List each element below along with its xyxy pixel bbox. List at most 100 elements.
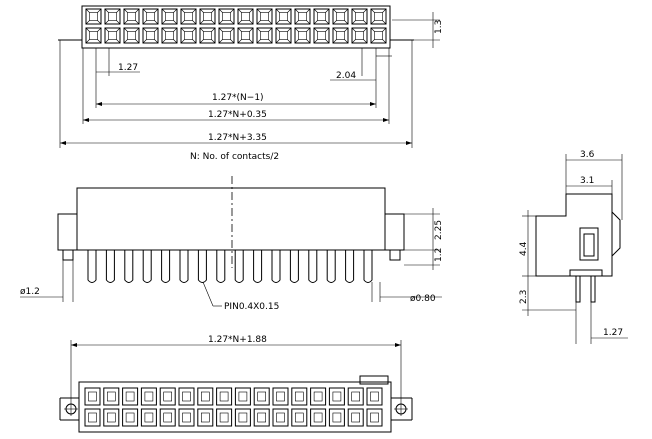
contact-cell-bevel — [370, 8, 387, 25]
contact-cell-inner — [165, 12, 174, 21]
contact-cell-bevel — [142, 8, 159, 25]
bottom-contact-inner — [238, 412, 248, 423]
bottom-contact-cell — [122, 387, 139, 406]
bottom-contact-inner — [88, 412, 97, 423]
top-view-note: N: No. of contacts/2 — [190, 152, 279, 162]
bottom-contact-inner — [107, 391, 116, 402]
bottom-contact-inner — [219, 391, 229, 402]
contact-cell-inner — [222, 12, 231, 21]
dim-front-height-upper: 2.25 — [434, 220, 444, 240]
bottom-contact-cell — [197, 387, 214, 406]
dim-top-edge: 2.04 — [336, 71, 356, 81]
contact-cell — [123, 27, 140, 44]
dim-top-height: 1.3 — [434, 20, 444, 34]
bottom-contact-inner — [163, 412, 172, 423]
dim-front-pin-dia: ø0.80 — [410, 294, 436, 304]
bottom-contact-cell — [140, 408, 157, 427]
contact-cell-inner — [279, 12, 288, 21]
contact-cell-bevel — [218, 8, 235, 25]
bottom-contact-cell — [328, 408, 345, 427]
contact-cell-inner — [241, 31, 250, 40]
dim-top-pitch: 1.27 — [118, 63, 138, 73]
contact-cell-inner — [165, 31, 174, 40]
contact-cell-bevel — [294, 27, 311, 44]
contact-cell-bevel — [370, 27, 387, 44]
contact-cell — [85, 8, 102, 25]
contact-cell-inner — [184, 12, 193, 21]
contact-cell — [256, 27, 273, 44]
contact-cell-inner — [241, 12, 250, 21]
bottom-contact-cell — [234, 408, 251, 427]
bottom-contact-cell — [366, 408, 383, 427]
front-pin — [142, 250, 152, 283]
bottom-contact-cell — [291, 387, 308, 406]
contact-cell-bevel — [237, 8, 254, 25]
contact-cell — [123, 8, 140, 25]
contact-cell-inner — [336, 12, 345, 21]
contact-cell-inner — [89, 12, 98, 21]
dim-top-span-total: 1.27*N+3.35 — [208, 133, 267, 143]
bottom-contact-cell — [253, 408, 270, 427]
front-pin — [161, 250, 171, 283]
bottom-contact-inner — [238, 391, 248, 402]
bottom-contact-inner — [107, 412, 116, 423]
bottom-contact-cell — [216, 408, 233, 427]
bottom-contact-cell — [310, 408, 327, 427]
contact-cell-bevel — [85, 27, 102, 44]
contact-cell-bevel — [142, 27, 159, 44]
dim-bottom-span-mount: 1.27*N+1.88 — [208, 335, 267, 345]
contact-cell-bevel — [161, 27, 178, 44]
contact-cell-inner — [317, 31, 326, 40]
contact-cell — [351, 27, 368, 44]
contact-cell-bevel — [313, 27, 330, 44]
bottom-contact-cell — [234, 387, 251, 406]
bottom-contact-cell — [178, 408, 195, 427]
dim-front-hole-dia: ø1.2 — [20, 287, 40, 297]
front-view — [20, 176, 442, 307]
bottom-contact-cell — [366, 387, 383, 406]
top-view — [58, 5, 440, 148]
contact-cell — [275, 27, 292, 44]
bottom-contact-inner — [313, 412, 323, 423]
contact-cell-bevel — [256, 27, 273, 44]
dim-side-width-inner: 3.1 — [580, 176, 594, 186]
contact-cell — [294, 27, 311, 44]
bottom-contact-cell — [216, 387, 233, 406]
bottom-contact-inner — [219, 412, 229, 423]
contact-cell — [85, 27, 102, 44]
contact-cell — [370, 8, 387, 25]
bottom-contact-inner — [182, 391, 191, 402]
bottom-contact-inner — [182, 412, 191, 423]
contact-cell-bevel — [237, 27, 254, 44]
bottom-contact-inner — [144, 412, 154, 423]
front-pin — [87, 250, 97, 283]
contact-cell-inner — [298, 12, 307, 21]
contact-cell — [237, 27, 254, 44]
contact-cell-bevel — [161, 8, 178, 25]
bottom-contact-inner — [370, 391, 379, 402]
contact-cell-bevel — [275, 8, 292, 25]
contact-cell-inner — [127, 31, 136, 40]
bottom-view-contact-grid — [84, 387, 383, 427]
bottom-contact-inner — [125, 391, 135, 402]
bottom-contact-inner — [332, 412, 342, 423]
bottom-view — [59, 340, 413, 433]
contact-cell — [199, 8, 216, 25]
front-pin — [216, 250, 226, 283]
contact-cell-bevel — [123, 8, 140, 25]
contact-cell — [180, 27, 197, 44]
bottom-contact-inner — [313, 391, 323, 402]
side-view-body — [535, 193, 613, 277]
contact-cell-bevel — [256, 8, 273, 25]
contact-cell-inner — [298, 31, 307, 40]
dim-top-span-pins: 1.27*N+0.35 — [208, 110, 267, 120]
bottom-contact-inner — [201, 391, 210, 402]
bottom-contact-cell — [159, 408, 176, 427]
bottom-contact-cell — [253, 387, 270, 406]
contact-cell-inner — [146, 12, 155, 21]
contact-cell — [104, 8, 121, 25]
bottom-contact-cell — [272, 387, 289, 406]
contact-cell-inner — [260, 31, 269, 40]
contact-cell — [313, 8, 330, 25]
front-pin — [326, 250, 336, 283]
